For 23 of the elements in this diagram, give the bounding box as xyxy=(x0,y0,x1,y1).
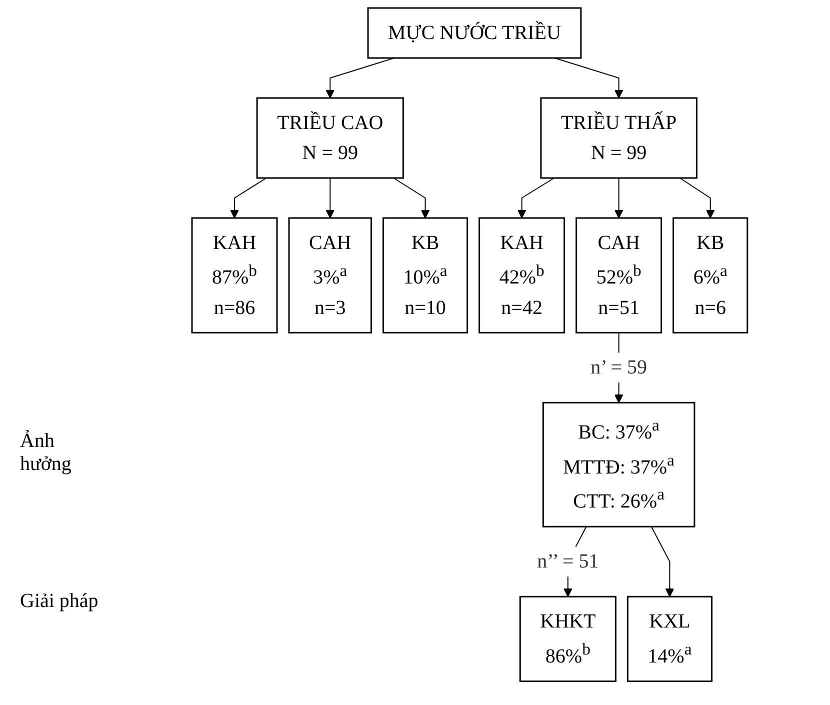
section-label: Ảnh hưởng xyxy=(20,430,72,476)
arrow xyxy=(518,178,555,218)
edge-label: n’ = 59 xyxy=(590,356,648,379)
arrow xyxy=(393,178,430,218)
node-box: MỰC NƯỚC TRIỀU xyxy=(368,7,582,59)
edge-label: n’’ = 51 xyxy=(537,550,600,573)
arrow xyxy=(614,178,624,218)
node-box: CAH 52%$^{b}$ n=51 xyxy=(576,217,662,334)
arrow xyxy=(680,178,716,218)
arrow xyxy=(651,526,674,598)
arrow xyxy=(326,178,335,218)
node-box: CAH 3%$^{a}$ n=3 xyxy=(288,217,372,334)
arrow xyxy=(230,178,268,218)
node-box: KHKT 86%$^{b}$ xyxy=(520,596,617,682)
node-box: KAH 42%$^{b}$ n=42 xyxy=(478,217,566,334)
node-box: KB 10%$^{a}$ n=10 xyxy=(382,217,468,334)
node-box: TRIỀU THẤP N = 99 xyxy=(540,97,698,179)
node-box: BC: 37%$^{a}$ MTTĐ: 37%$^{a}$ CTT: 26%$^{a}$ xyxy=(542,402,696,528)
node-box: KB 6%$^{a}$ n=6 xyxy=(672,217,748,334)
section-label: Giải pháp xyxy=(20,590,100,613)
node-box: KXL 14%$^{a}$ xyxy=(627,596,713,682)
node-box: KAH 87%$^{b}$ n=86 xyxy=(192,217,278,334)
node-box: TRIỀU CAO N = 99 xyxy=(256,97,404,179)
